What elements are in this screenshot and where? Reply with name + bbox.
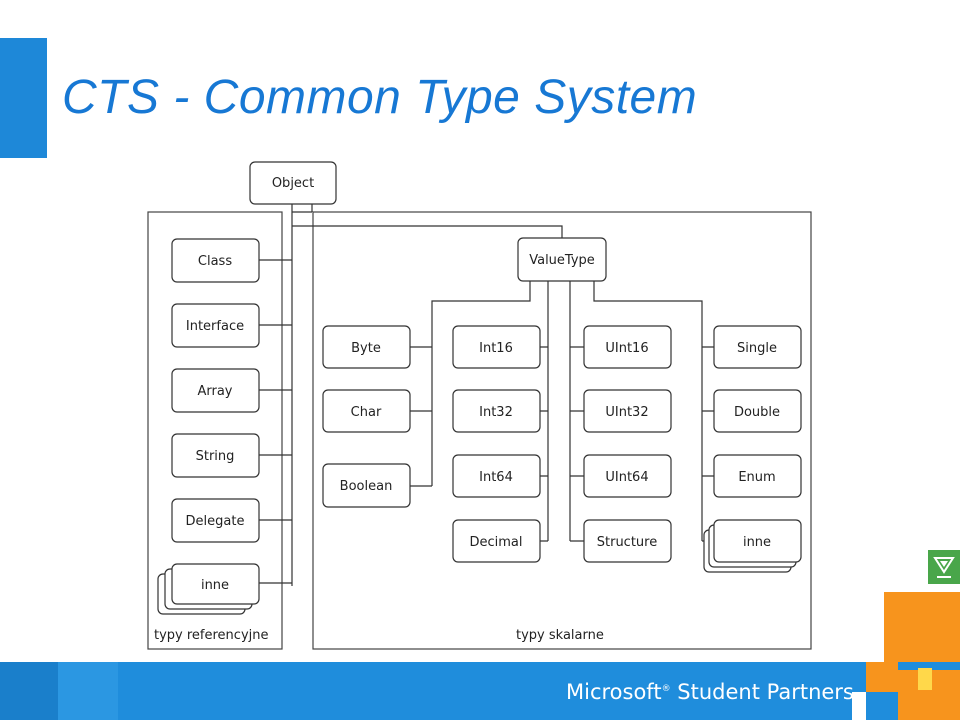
- col3-connector: [569, 281, 584, 542]
- col2-box-int32: [452, 389, 541, 433]
- title-accent-bar: [0, 38, 47, 158]
- col1-box-boolean: [322, 463, 411, 508]
- col2-box-int16: [452, 325, 541, 369]
- footer-block-light: [58, 662, 118, 720]
- white-square: [852, 692, 866, 720]
- orange-square-overlay: [866, 662, 898, 692]
- col2-label-int16: Int16: [479, 341, 513, 356]
- col4-label-single: Single: [737, 341, 777, 356]
- ref-label-interface: Interface: [186, 319, 244, 334]
- footer-block-dark: [0, 662, 58, 720]
- col4-box-double: [713, 389, 802, 433]
- ref-label-delegate: Delegate: [186, 514, 245, 529]
- col2-label-int64: Int64: [479, 470, 513, 485]
- col4-label-inne: inne: [743, 535, 771, 550]
- ref-box-interface: [171, 303, 260, 348]
- yellow-square-overlay: [918, 668, 932, 690]
- col4-box-inne: [713, 519, 802, 563]
- col1-label-char: Char: [351, 405, 382, 420]
- reference-types-frame: [147, 211, 283, 650]
- ref-box-delegate: [171, 498, 260, 543]
- footer-bar: Microsoft® Student Partners: [0, 662, 960, 720]
- col1-label-byte: Byte: [351, 341, 381, 356]
- valuetype-box: [517, 237, 607, 282]
- ref-box-array: [171, 368, 260, 413]
- col2-label-decimal: Decimal: [469, 535, 522, 550]
- col2-box-int64: [452, 454, 541, 498]
- col3-box-uint16: [583, 325, 672, 369]
- col4-label-double: Double: [734, 405, 780, 420]
- ref-box-class: [171, 238, 260, 283]
- col4-box-single: [713, 325, 802, 369]
- object-connector: [291, 204, 563, 586]
- object-box: [249, 161, 337, 205]
- col3-box-structure: [583, 519, 672, 563]
- footer-reg-mark: ®: [661, 684, 671, 694]
- col4-label-enum: Enum: [738, 470, 775, 485]
- orange-square-large: [884, 592, 960, 662]
- col3-box-uint32: [583, 389, 672, 433]
- shine-logo-icon: [928, 550, 960, 584]
- ref-label-inne: inne: [201, 578, 229, 593]
- col3-label-uint64: UInt64: [605, 470, 648, 485]
- reference-connectors: [259, 259, 292, 584]
- valuetype-label: ValueType: [529, 253, 595, 268]
- col3-label-structure: Structure: [597, 535, 657, 550]
- slide-title: CTS - Common Type System: [62, 71, 698, 124]
- footer-program-name: Student Partners: [677, 680, 854, 704]
- scalar-types-frame: [312, 211, 812, 650]
- ref-label-class: Class: [198, 254, 232, 269]
- col4-connector: [593, 281, 714, 542]
- ref-label-string: String: [196, 449, 235, 464]
- footer-brand: Microsoft® Student Partners: [566, 680, 854, 704]
- col1-label-boolean: Boolean: [340, 479, 393, 494]
- reference-caption: typy referencyjne: [154, 628, 269, 643]
- scalar-caption: typy skalarne: [516, 628, 604, 643]
- col2-label-int32: Int32: [479, 405, 513, 420]
- col2-box-decimal: [452, 519, 541, 563]
- col3-box-uint64: [583, 454, 672, 498]
- ref-box-string: [171, 433, 260, 478]
- col1-box-char: [322, 389, 411, 433]
- ref-label-array: Array: [197, 384, 232, 399]
- col1-box-byte: [322, 325, 411, 369]
- col4-box-enum: [713, 454, 802, 498]
- col3-label-uint16: UInt16: [605, 341, 648, 356]
- col2-connector: [540, 281, 549, 542]
- ref-box-inne: [171, 563, 260, 605]
- object-label: Object: [272, 176, 314, 191]
- footer-brand-name: Microsoft: [566, 680, 662, 704]
- col3-label-uint32: UInt32: [605, 405, 648, 420]
- col1-connector: [410, 281, 531, 487]
